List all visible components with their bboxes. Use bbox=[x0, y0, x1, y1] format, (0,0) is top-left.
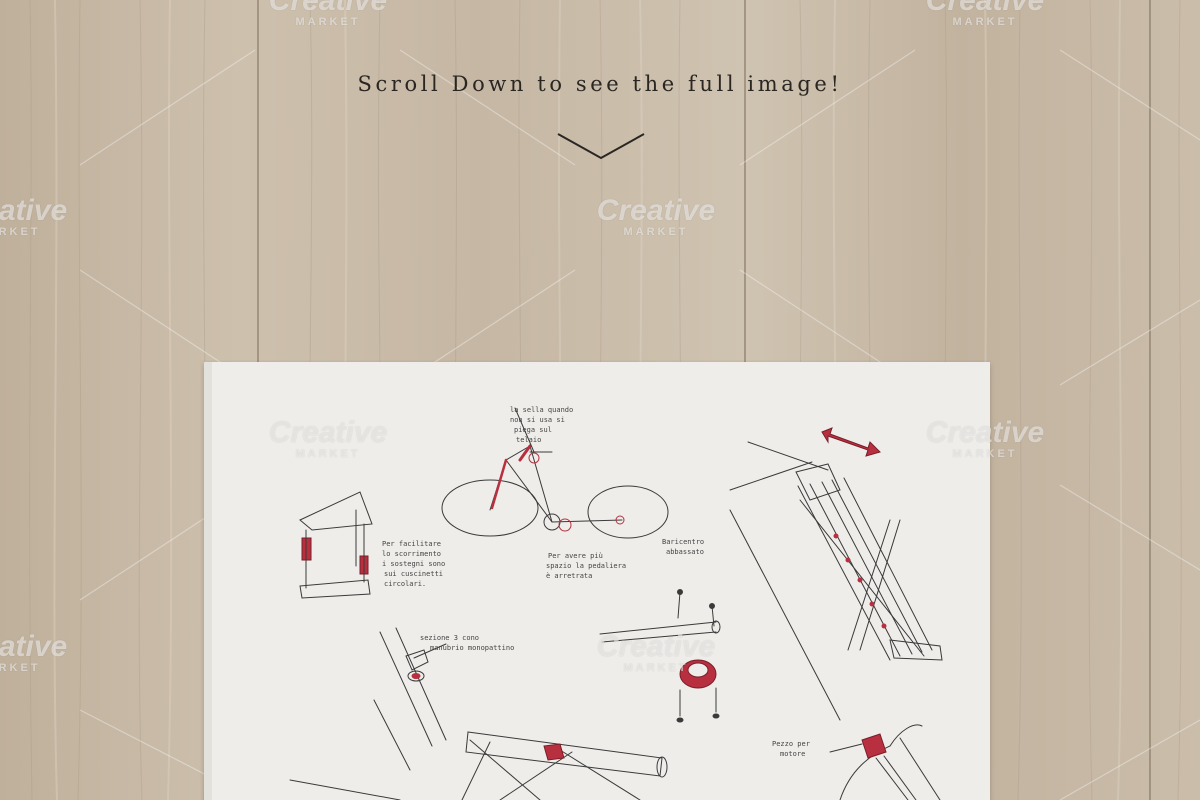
note-rear-2: motore bbox=[780, 750, 805, 758]
note-pedal-3: è arretrata bbox=[546, 572, 592, 580]
sketch-clamp bbox=[599, 589, 721, 723]
scroll-down-headline: Scroll Down to see the full image! bbox=[357, 72, 843, 96]
note-barycenter-2: abbassato bbox=[666, 548, 704, 556]
chevron-down-icon bbox=[557, 133, 645, 160]
note-rear-1: Pezzo per bbox=[772, 740, 810, 748]
note-pedal-1: Per avere più bbox=[548, 552, 603, 560]
note-saddle-3: piega sul bbox=[514, 426, 552, 434]
sketch-frame-tube bbox=[289, 731, 668, 800]
handwritten-notes: la sella quando non si usa si piega sul … bbox=[382, 406, 810, 758]
sketch-bicycle bbox=[441, 407, 669, 539]
note-barycenter-1: Baricentro bbox=[662, 538, 704, 546]
sketch-rack bbox=[729, 441, 943, 721]
note-supports-3: i sostegni sono bbox=[382, 560, 445, 568]
note-saddle-2: non si usa si bbox=[510, 416, 565, 424]
sketch-handlebar bbox=[373, 627, 447, 771]
note-supports-5: circolari. bbox=[384, 580, 426, 588]
note-saddle-4: telaio bbox=[516, 436, 541, 444]
note-supports-1: Per facilitare bbox=[382, 540, 441, 548]
note-supports-2: lo scorrimento bbox=[382, 550, 441, 558]
sketch-supports bbox=[299, 491, 373, 599]
sketch-motor-piece bbox=[829, 724, 941, 800]
note-supports-4: sui cuscinetti bbox=[384, 570, 443, 578]
double-arrow-icon bbox=[821, 427, 881, 457]
note-pedal-2: spazio la pedaliera bbox=[546, 562, 626, 570]
note-handlebar-1: sezione 3 cono bbox=[420, 634, 479, 642]
note-saddle-1: la sella quando bbox=[510, 406, 573, 414]
note-handlebar-2: manubrio monopattino bbox=[430, 644, 514, 652]
sketch-paper: la sella quando non si usa si piega sul … bbox=[204, 362, 990, 800]
